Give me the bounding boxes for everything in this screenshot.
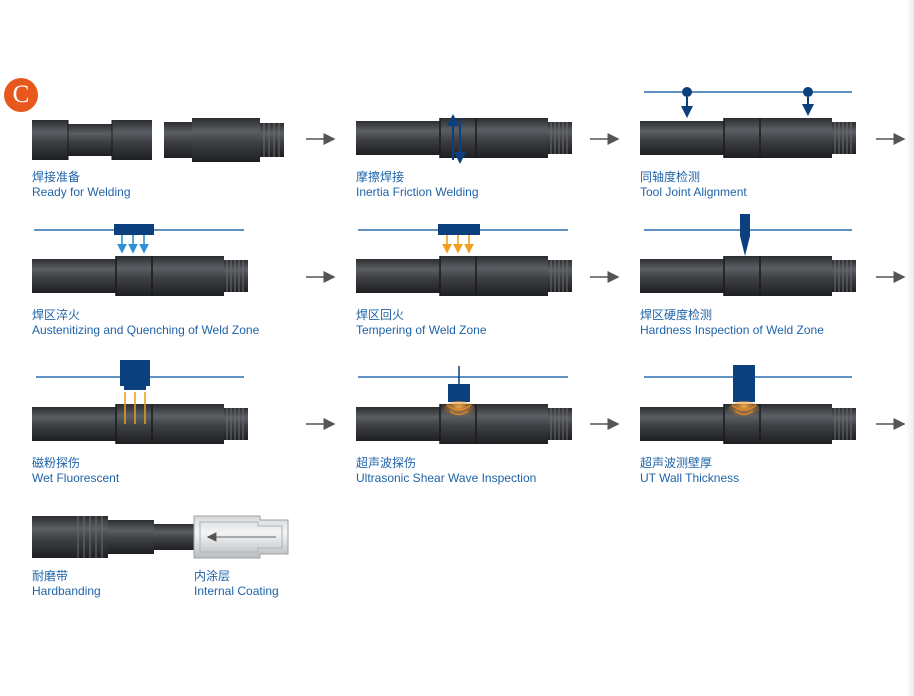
dial-indicator-left — [682, 87, 692, 97]
quench-coil — [114, 224, 154, 235]
pipe-alignment — [639, 117, 857, 159]
pipe-ready-joint — [164, 118, 284, 162]
right-edge-shade — [906, 0, 914, 696]
hardness-indenter — [740, 214, 750, 256]
pipe-fluorescent — [31, 403, 249, 445]
pipe-quench — [31, 255, 249, 297]
pipe-temper — [355, 255, 573, 297]
wall-probe — [733, 365, 755, 402]
section-badge: C — [4, 78, 38, 112]
pipe-internal-coating — [193, 515, 289, 559]
pipe-ready-tube — [32, 120, 152, 160]
pipe-hardness — [639, 255, 857, 297]
dial-indicator-right — [803, 87, 813, 97]
pipe-hardbanding — [32, 516, 194, 558]
ut-probe — [448, 384, 470, 402]
temper-coil — [438, 224, 480, 235]
pipe-friction — [355, 117, 573, 159]
mpi-yoke — [120, 360, 150, 386]
